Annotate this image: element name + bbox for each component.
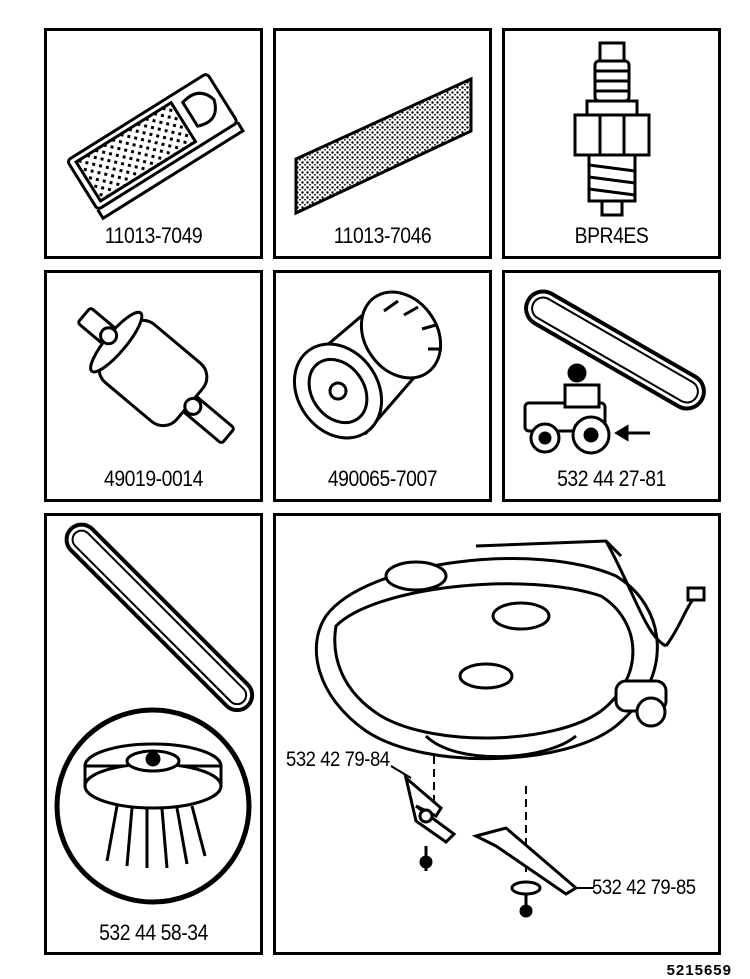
part-number-label: 532 44 58-34: [99, 920, 208, 945]
part-panel-drive-belt: 532 44 27-81: [502, 270, 721, 502]
blade-left-callout: 532 42 79-84: [286, 748, 390, 771]
mower-deck-icon: [314, 539, 706, 918]
blade-left-icon: [403, 773, 457, 871]
part-panel-oil-filter: 490065-7007: [273, 270, 492, 502]
spark-plug-icon: [573, 41, 651, 217]
document-code: 5215659: [666, 962, 732, 979]
part-panel-pre-filter: 11013-7046: [273, 28, 492, 259]
oil-filter-icon: [292, 290, 443, 440]
part-number-label: 11013-7049: [104, 223, 203, 248]
fuel-filter-icon: [77, 307, 235, 444]
blade-right-callout: 532 42 79-85: [592, 876, 696, 899]
part-panel-air-filter: 11013-7049: [44, 28, 263, 259]
drive-belt-icon: [523, 289, 706, 455]
part-panel-mower-deck: 532 42 79-84 532 42 79-85: [273, 513, 721, 955]
part-panel-fuel-filter: 49019-0014: [44, 270, 263, 502]
part-number-label: 490065-7007: [327, 466, 438, 491]
lawn-tractor-icon: [523, 363, 611, 455]
part-number-label: BPR4ES: [574, 223, 649, 248]
blade-right-icon: [471, 826, 579, 918]
belt-and-pulley-icon: [54, 522, 255, 905]
part-number-label: 11013-7046: [333, 223, 432, 248]
part-number-label: 532 44 27-81: [557, 466, 666, 491]
part-number-label: 49019-0014: [104, 466, 203, 491]
part-panel-belt-pulley: 532 44 58-34: [44, 513, 263, 955]
pre-filter-foam-icon: [294, 76, 473, 216]
air-filter-icon: [67, 73, 246, 221]
part-panel-spark-plug: BPR4ES: [502, 28, 721, 259]
